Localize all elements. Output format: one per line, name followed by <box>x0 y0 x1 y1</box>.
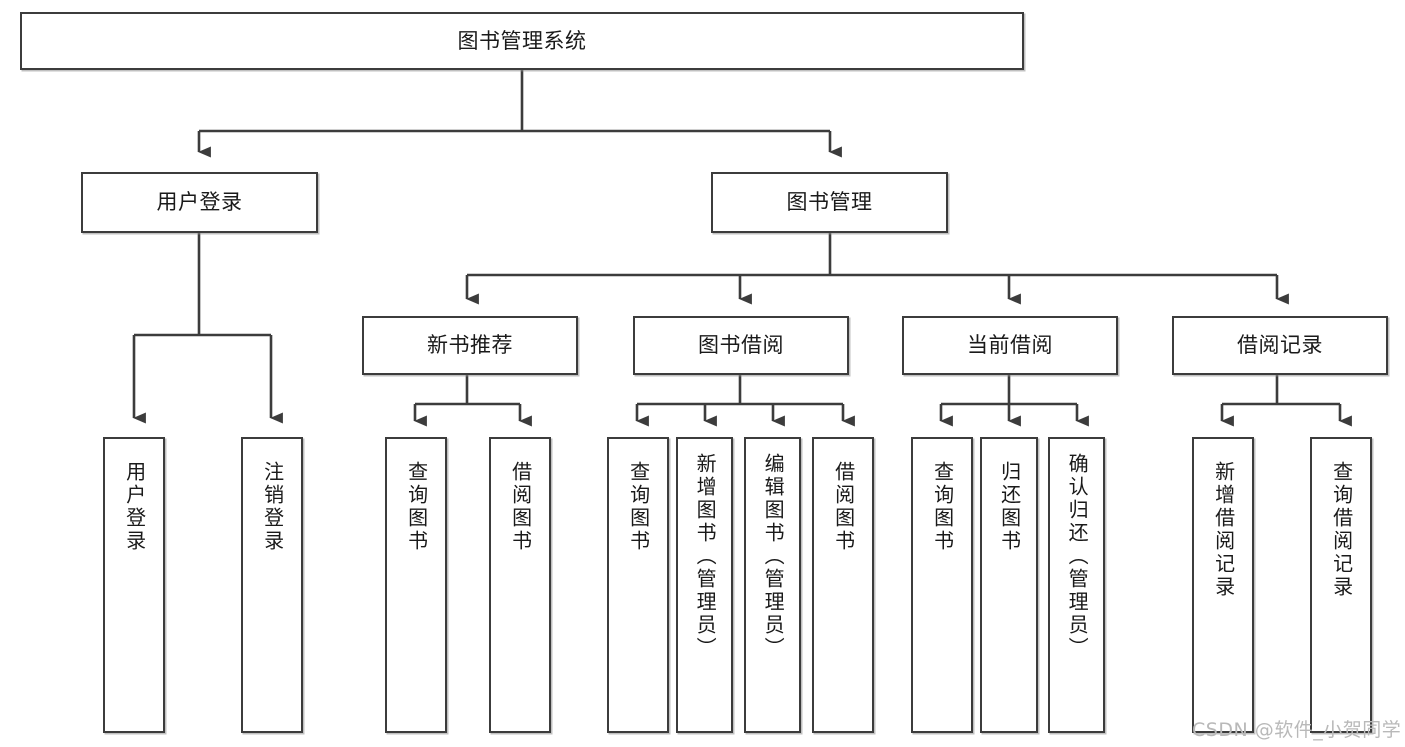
leaf-query-book-recommend[interactable]: 查询图书 <box>385 437 447 733</box>
leaf-query-book-current[interactable]: 查询图书 <box>911 437 973 733</box>
node-user-login[interactable]: 用户登录 <box>81 172 318 233</box>
node-label: 确认归还（管理员） <box>1065 453 1090 660</box>
node-label: 查询借阅记录 <box>1329 461 1354 599</box>
node-label: 借阅图书 <box>831 461 856 553</box>
leaf-borrow-book[interactable]: 借阅图书 <box>812 437 874 733</box>
leaf-add-borrow-record[interactable]: 新增借阅记录 <box>1192 437 1254 733</box>
node-label: 图书管理 <box>786 190 873 215</box>
node-label: 查询图书 <box>404 461 429 553</box>
watermark-text: CSDN @软件_小贺同学 <box>1192 719 1402 741</box>
leaf-return-book[interactable]: 归还图书 <box>980 437 1038 733</box>
node-book-management[interactable]: 图书管理 <box>711 172 948 233</box>
node-label: 归还图书 <box>997 461 1022 553</box>
node-label: 图书管理系统 <box>457 28 587 53</box>
node-label: 编辑图书（管理员） <box>761 453 786 660</box>
node-book-borrow[interactable]: 图书借阅 <box>633 316 849 375</box>
node-root-system[interactable]: 图书管理系统 <box>20 12 1024 70</box>
leaf-query-borrow-record[interactable]: 查询借阅记录 <box>1310 437 1372 733</box>
node-label: 新书推荐 <box>427 333 513 358</box>
node-label: 用户登录 <box>156 190 243 215</box>
leaf-user-login[interactable]: 用户登录 <box>103 437 165 733</box>
node-new-book-recommend[interactable]: 新书推荐 <box>362 316 578 375</box>
node-label: 借阅图书 <box>508 461 533 553</box>
node-label: 图书借阅 <box>698 333 784 358</box>
leaf-user-logout[interactable]: 注销登录 <box>241 437 303 733</box>
node-current-borrow[interactable]: 当前借阅 <box>902 316 1118 375</box>
leaf-query-book-borrow[interactable]: 查询图书 <box>607 437 669 733</box>
leaf-edit-book-admin[interactable]: 编辑图书（管理员） <box>744 437 801 733</box>
leaf-borrow-book-recommend[interactable]: 借阅图书 <box>489 437 551 733</box>
leaf-confirm-return-admin[interactable]: 确认归还（管理员） <box>1048 437 1105 733</box>
leaf-add-book-admin[interactable]: 新增图书（管理员） <box>676 437 733 733</box>
node-borrow-record[interactable]: 借阅记录 <box>1172 316 1388 375</box>
node-label: 新增图书（管理员） <box>693 453 718 660</box>
node-label: 新增借阅记录 <box>1211 461 1236 599</box>
node-label: 注销登录 <box>260 461 285 553</box>
node-label: 查询图书 <box>930 461 955 553</box>
node-label: 当前借阅 <box>967 333 1053 358</box>
node-label: 查询图书 <box>626 461 651 553</box>
node-label: 借阅记录 <box>1237 333 1323 358</box>
node-label: 用户登录 <box>122 461 147 553</box>
